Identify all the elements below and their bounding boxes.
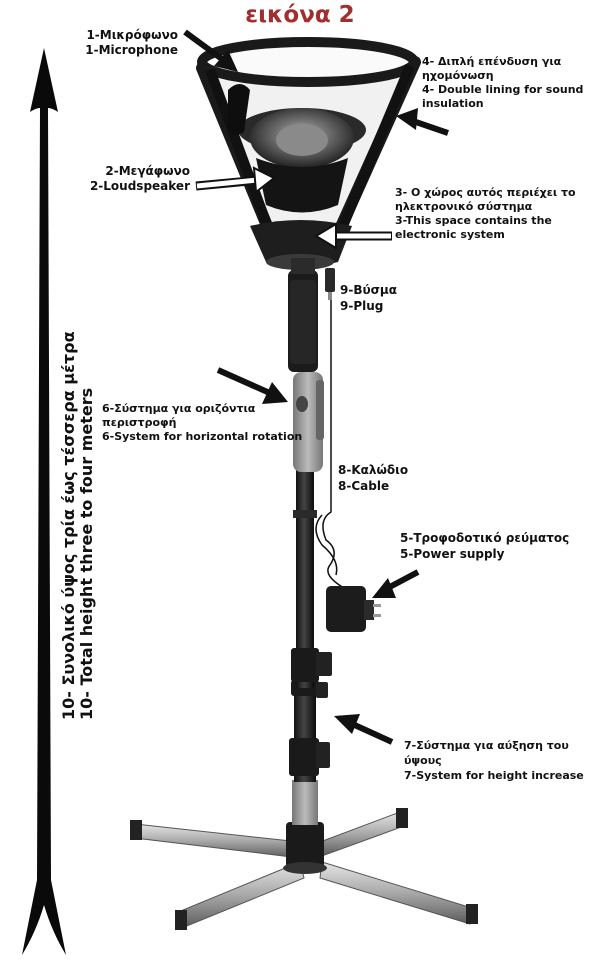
label-microphone: 1-Μικρόφωνο 1-Microphone <box>85 28 178 57</box>
plug-icon <box>325 268 335 292</box>
label-loudspeaker: 2-Μεγάφωνο 2-Loudspeaker <box>89 164 190 193</box>
telescopic-pole <box>288 270 332 825</box>
label-electronics: 3- Ο χώρος αυτός περιέχει το ηλεκτρονικό… <box>395 186 576 241</box>
cross-base <box>130 808 478 930</box>
label-rotation: 6-Σύστημα για οριζόντια περιστροφή 6-Sys… <box>102 402 303 443</box>
label-cable: 8-Καλώδιο 8-Cable <box>338 463 409 493</box>
height-arrow <box>22 48 66 955</box>
cable-and-plug <box>315 297 345 589</box>
pointer-arrows <box>183 29 449 745</box>
microphone-icon <box>228 84 250 135</box>
power-supply-icon <box>326 586 381 632</box>
label-power-supply: 5-Τροφοδοτικό ρεύματος 5-Power supply <box>400 531 570 561</box>
label-lining: 4- Διπλή επένδυση για ηχομόνωση 4- Doubl… <box>422 55 584 110</box>
label-total-height: 10- Συνολικό ύψος τρία έως τέσσερα μέτρα… <box>59 331 96 720</box>
label-plug: 9-Βύσμα 9-Plug <box>340 283 397 313</box>
label-height-system: 7-Σύστημα για αύξηση του ύψους 7-System … <box>404 739 584 782</box>
figure-title: εικόνα 2 <box>245 2 355 28</box>
loudspeaker-icon <box>238 108 366 213</box>
